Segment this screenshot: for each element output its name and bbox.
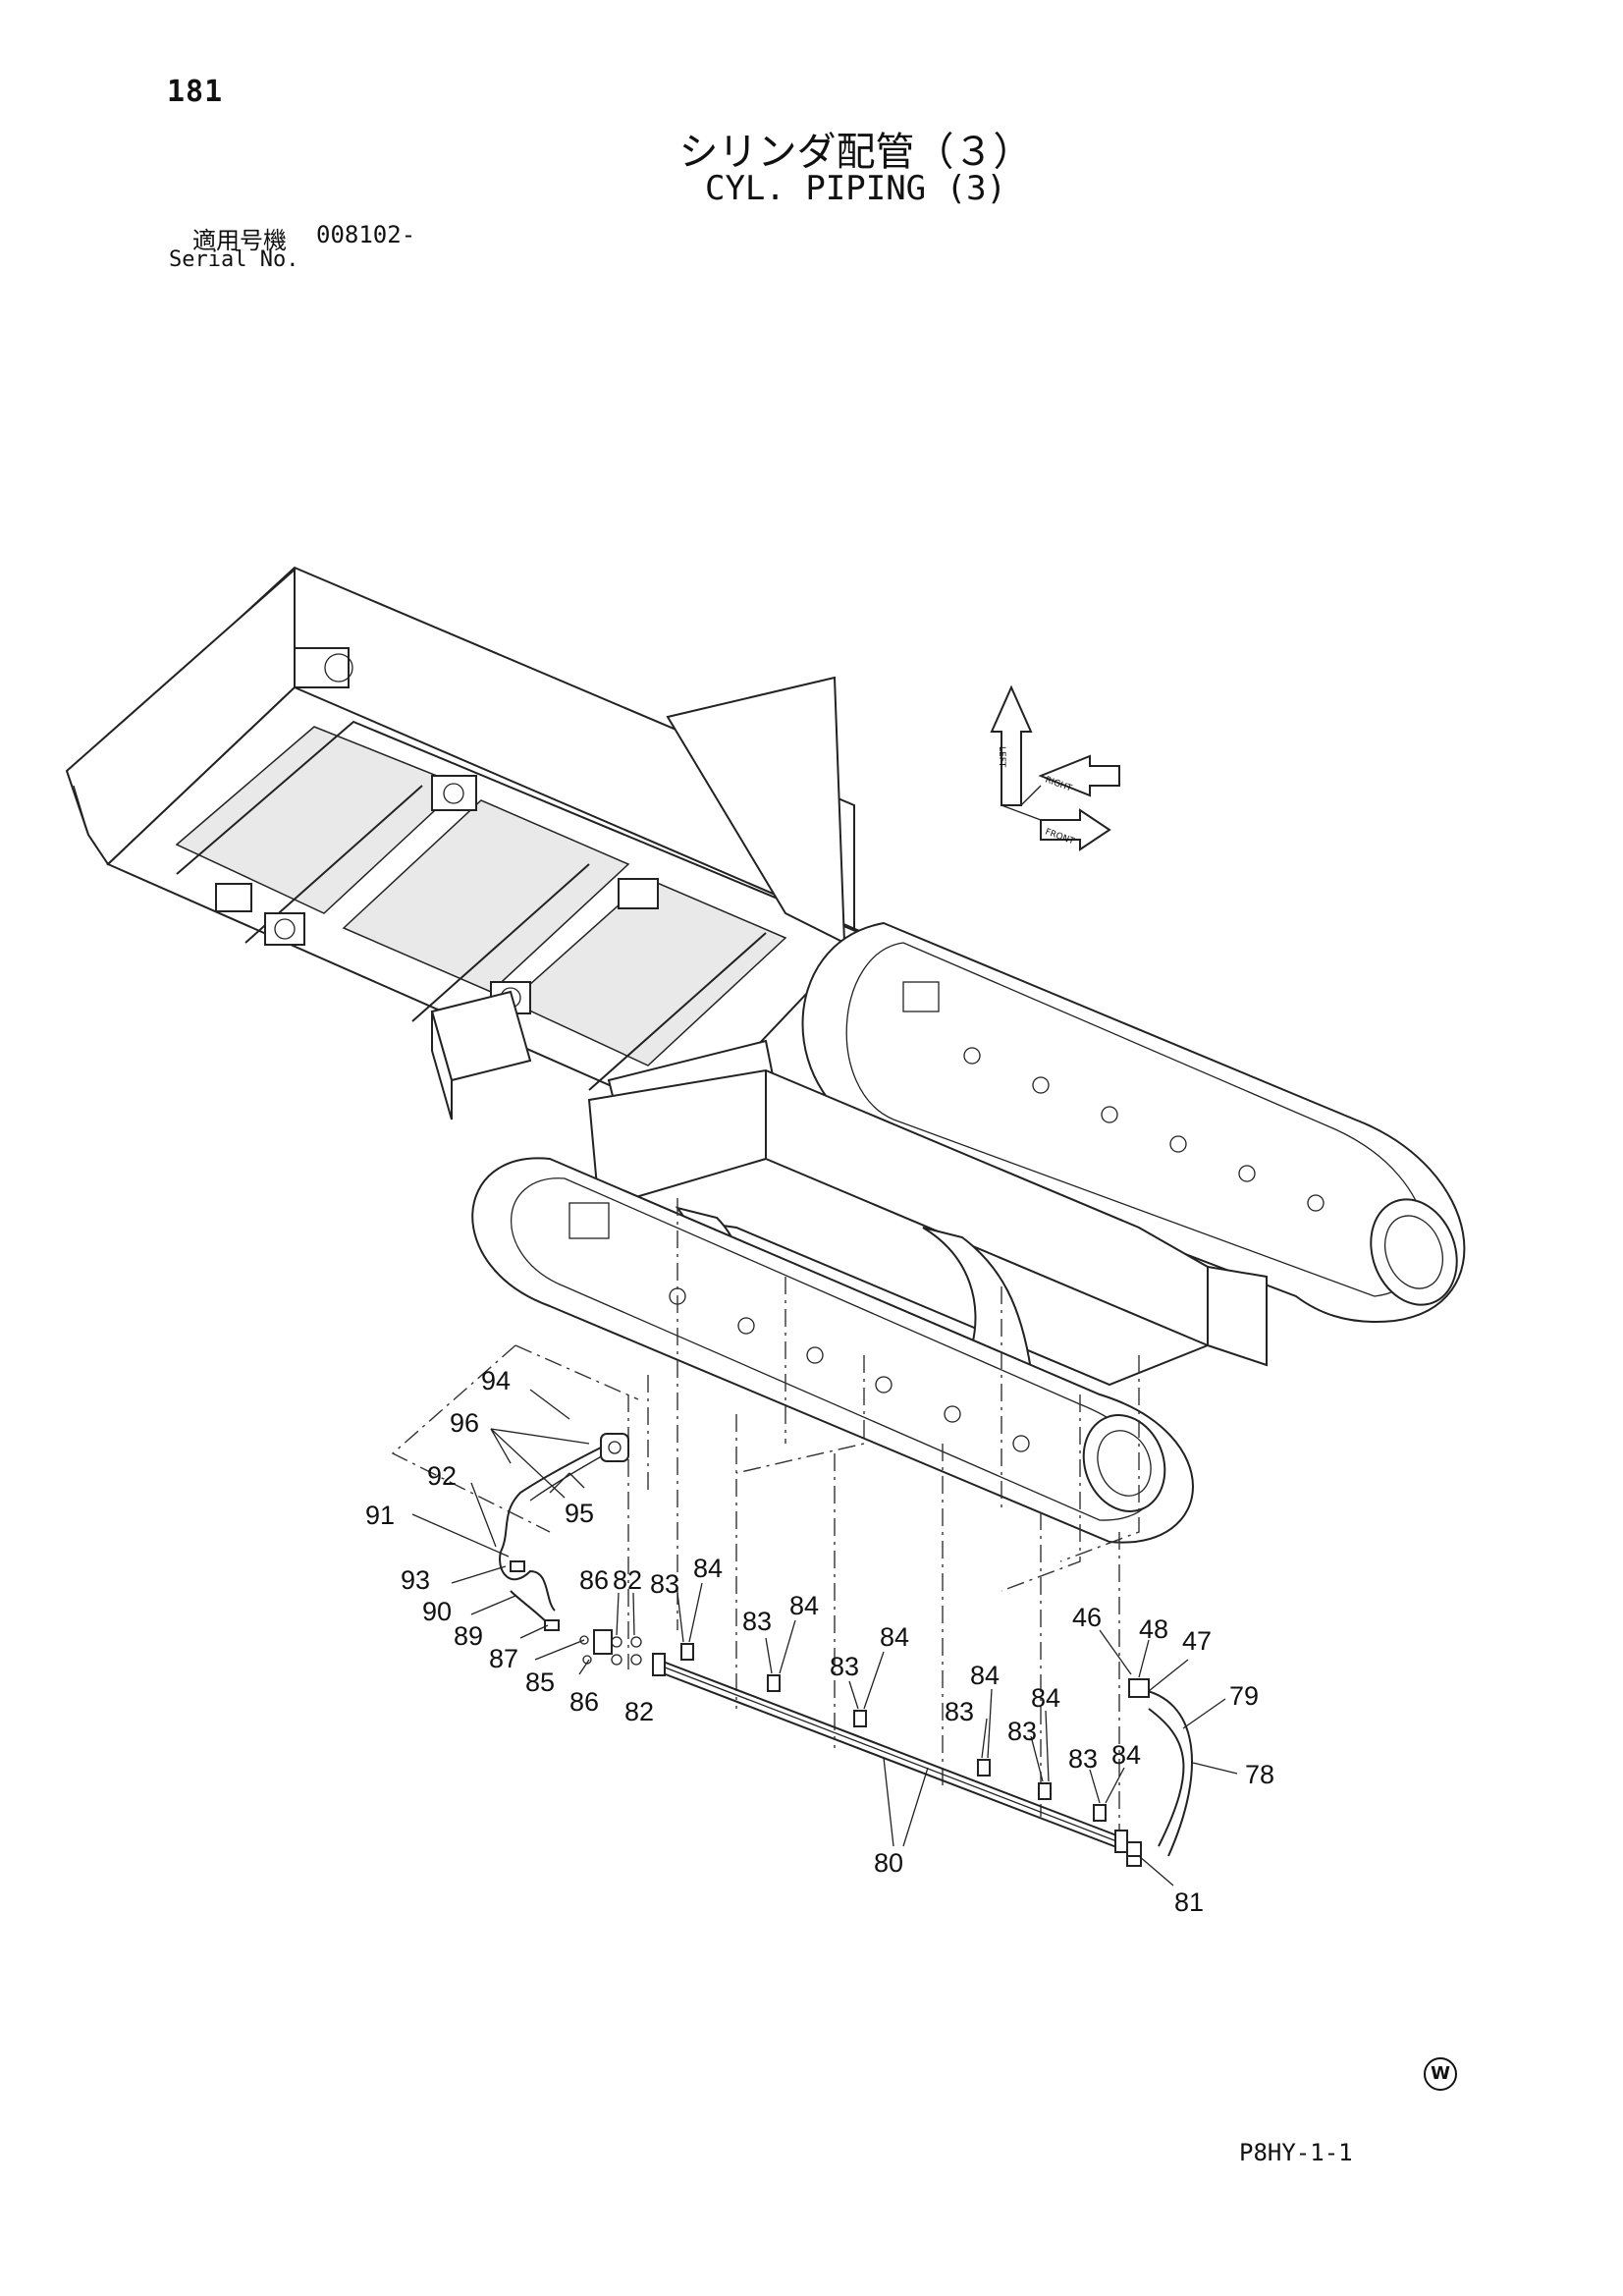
callout-84-e: 84 — [1031, 1683, 1060, 1713]
callout-89: 89 — [454, 1621, 483, 1651]
callout-78: 78 — [1245, 1760, 1274, 1789]
leader-lines — [411, 1389, 1238, 1886]
page-number: 181 — [167, 75, 224, 109]
callout-82-upper: 82 — [613, 1565, 642, 1595]
direction-label-left: LEFT — [997, 746, 1006, 768]
callout-84-a: 84 — [693, 1554, 723, 1583]
callout-83-f: 83 — [1068, 1744, 1098, 1774]
callout-46: 46 — [1072, 1603, 1102, 1632]
callout-80: 80 — [874, 1848, 903, 1878]
callout-91: 91 — [365, 1501, 395, 1530]
left-track-frame — [471, 1157, 1194, 1544]
direction-arrow-symbol: LEFT RIGHT FRONT — [990, 684, 1120, 851]
callout-83-c: 83 — [830, 1652, 859, 1681]
callout-83-b: 83 — [742, 1607, 772, 1636]
harness-assembly — [499, 1433, 642, 1666]
callout-92: 92 — [427, 1461, 457, 1491]
upper-frame — [65, 566, 885, 1161]
callout-83-a: 83 — [650, 1569, 679, 1599]
callout-84-d: 84 — [970, 1661, 1000, 1690]
callout-85: 85 — [525, 1667, 555, 1697]
callout-47: 47 — [1182, 1626, 1212, 1656]
callout-84-b: 84 — [789, 1591, 819, 1620]
callout-87: 87 — [489, 1644, 518, 1673]
right-track-frame — [801, 921, 1466, 1323]
serial-number-value: 008102- — [316, 221, 416, 248]
callout-84-c: 84 — [880, 1622, 909, 1652]
page-title-english: CYL. PIPING (3) — [704, 169, 1007, 208]
callout-86-upper: 86 — [579, 1565, 609, 1595]
assembly-centerlines — [391, 1198, 1140, 1846]
serial-label-english: Serial No. — [169, 247, 299, 272]
callout-94: 94 — [481, 1366, 511, 1395]
document-code: P8HY-1-1 — [1239, 2139, 1353, 2166]
callout-90: 90 — [422, 1597, 452, 1626]
main-pipe-assembly — [652, 1643, 1193, 1867]
callout-79: 79 — [1229, 1681, 1259, 1711]
page-title-japanese: シリンダ配管（３） — [678, 130, 1033, 175]
callout-84-f: 84 — [1111, 1740, 1141, 1770]
callout-82-lower: 82 — [624, 1697, 654, 1726]
callout-96: 96 — [450, 1408, 479, 1438]
callout-83-d: 83 — [945, 1697, 974, 1726]
callout-48: 48 — [1139, 1614, 1168, 1644]
manufacturer-mark: W — [1424, 2057, 1457, 2091]
callout-93: 93 — [401, 1565, 430, 1595]
callout-83-e: 83 — [1007, 1717, 1037, 1746]
callout-95: 95 — [565, 1499, 594, 1528]
serial-label-japanese: 適用号機 — [192, 227, 287, 254]
callout-labels: 94 96 92 95 91 93 90 89 87 85 86 82 86 8… — [365, 1366, 1274, 1917]
callout-81: 81 — [1174, 1887, 1204, 1917]
callout-86-lower: 86 — [569, 1687, 599, 1717]
